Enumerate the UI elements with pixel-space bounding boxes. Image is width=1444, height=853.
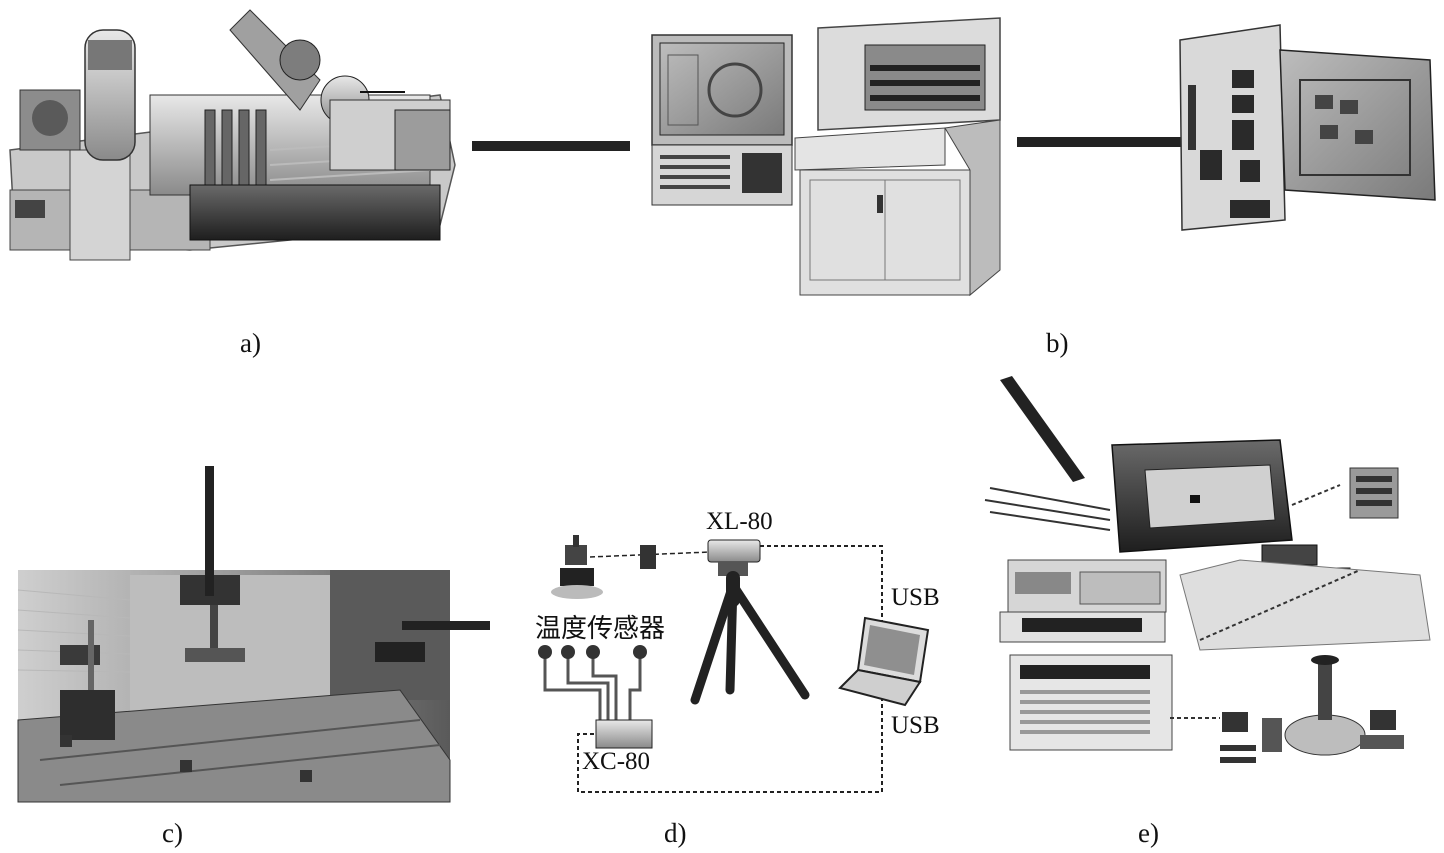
- data-acquisition-card-photo: [1179, 24, 1436, 231]
- caption-e: e): [1138, 818, 1159, 848]
- label-laser: XL-80: [706, 508, 773, 535]
- label-usb-top: USB: [891, 584, 940, 611]
- laptop: [838, 616, 930, 707]
- label-temperature-sensor: 温度传感器: [535, 614, 666, 644]
- optics-mount: [551, 535, 603, 599]
- connector-line-a-b: [472, 141, 630, 151]
- caption-d: d): [664, 818, 687, 848]
- caption-b: b): [1046, 328, 1069, 358]
- computer-monitor-photo: [651, 34, 793, 206]
- machine-tool-photo: [9, 9, 456, 261]
- pointer-line-c-top: [205, 466, 214, 596]
- label-compensator: XC-80: [582, 748, 651, 775]
- caption-a: a): [240, 328, 261, 358]
- control-console-photo: [794, 17, 1001, 297]
- connector-line-b-daq: [1017, 137, 1182, 147]
- system-overview-illustration: [984, 376, 1431, 763]
- caption-c: c): [162, 818, 183, 848]
- temperature-sensors: [538, 645, 647, 720]
- label-usb-bottom: USB: [891, 712, 940, 739]
- compensator-unit: [595, 719, 653, 749]
- pointer-line-c-right: [402, 621, 490, 630]
- tripod: [690, 571, 810, 705]
- measurement-bench-photo: [17, 570, 451, 803]
- interferometer: [640, 545, 656, 569]
- laser-head: [707, 539, 761, 576]
